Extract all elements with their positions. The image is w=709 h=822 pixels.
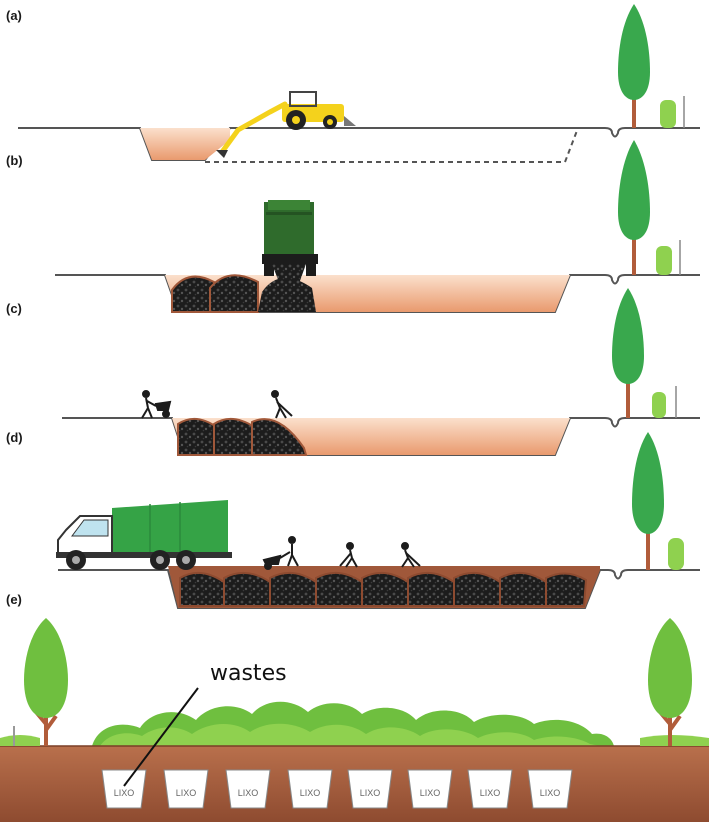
grass-strip bbox=[640, 735, 709, 746]
bin-label: LIXO bbox=[540, 788, 561, 798]
waste-cells bbox=[177, 417, 308, 456]
waste-bin: LIXO bbox=[163, 769, 209, 809]
drainage-channel bbox=[607, 569, 700, 580]
planned-pit-outline bbox=[205, 127, 579, 163]
worker-wheelbarrow-icon bbox=[262, 536, 299, 570]
panel-c: (c) bbox=[6, 288, 700, 456]
panel-d: (d) bbox=[6, 430, 700, 609]
dump-truck-icon bbox=[262, 200, 318, 292]
bin-label: LIXO bbox=[420, 788, 441, 798]
tree-icon bbox=[24, 618, 68, 746]
panel-label-e: (e) bbox=[6, 592, 22, 607]
panel-label-b: (b) bbox=[6, 153, 23, 168]
bin-label: LIXO bbox=[238, 788, 259, 798]
backhoe-icon bbox=[216, 91, 356, 158]
bush-icon bbox=[668, 538, 684, 570]
panel-label-d: (d) bbox=[6, 430, 23, 445]
waste-bin: LIXO bbox=[527, 769, 573, 809]
tree-icon bbox=[612, 288, 644, 418]
tree-icon bbox=[618, 140, 650, 275]
panel-label-c: (c) bbox=[6, 301, 22, 316]
grass-strip bbox=[0, 735, 40, 746]
waste-bins: LIXO LIXO LIXO LIXO LIXO LIXO bbox=[101, 769, 573, 809]
tree-icon bbox=[632, 432, 664, 570]
waste-cells bbox=[179, 571, 588, 607]
pit-excavation bbox=[140, 128, 230, 160]
wastes-label: wastes bbox=[210, 661, 287, 686]
waste-cells bbox=[171, 274, 316, 313]
bush-icon bbox=[652, 386, 677, 418]
tree-icon bbox=[648, 618, 692, 746]
drainage-channel bbox=[604, 417, 700, 428]
callout-line bbox=[123, 687, 199, 787]
worker-wheelbarrow-icon bbox=[141, 390, 172, 419]
bin-label: LIXO bbox=[176, 788, 197, 798]
bin-label: LIXO bbox=[480, 788, 501, 798]
waste-bin: LIXO bbox=[287, 769, 333, 809]
bush-icon bbox=[660, 96, 685, 128]
bin-label: LIXO bbox=[114, 788, 135, 798]
worker-rake-icon bbox=[339, 542, 358, 568]
tree-icon bbox=[618, 4, 650, 128]
ground-line bbox=[18, 127, 605, 161]
panel-e: (e) LIXO LIXO LIXO bbox=[0, 592, 709, 822]
worker-rake-icon bbox=[401, 542, 421, 568]
garbage-truck-icon bbox=[56, 500, 232, 570]
vegetation-cover bbox=[92, 701, 614, 746]
drainage-channel bbox=[604, 127, 700, 138]
waste-bin: LIXO bbox=[101, 769, 147, 809]
panel-label-a: (a) bbox=[6, 8, 22, 23]
panel-b: (b) bbox=[6, 140, 700, 313]
panel-a: (a) bbox=[6, 4, 700, 163]
worker-rake-icon bbox=[271, 390, 293, 419]
waste-bin: LIXO bbox=[407, 769, 453, 809]
waste-bin: LIXO bbox=[347, 769, 393, 809]
bin-label: LIXO bbox=[360, 788, 381, 798]
bin-label: LIXO bbox=[300, 788, 321, 798]
waste-bin: LIXO bbox=[467, 769, 513, 809]
drainage-channel bbox=[604, 274, 700, 285]
waste-bin: LIXO bbox=[225, 769, 271, 809]
bush-icon bbox=[656, 240, 681, 275]
